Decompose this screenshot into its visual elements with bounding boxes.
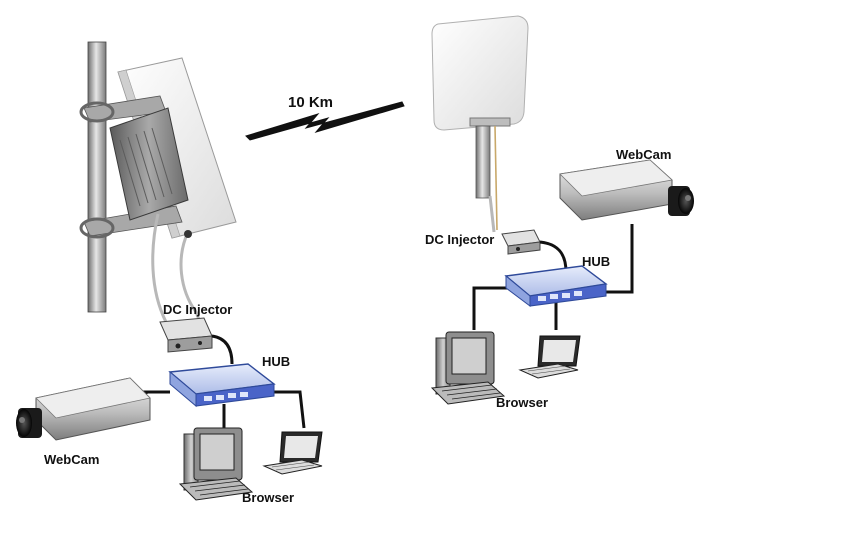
webcam-left <box>16 377 151 441</box>
webcam-right-label: WebCam <box>616 147 672 162</box>
antenna-cable-right <box>488 195 496 233</box>
hub-right-label: HUB <box>582 254 611 269</box>
antenna-cable-left <box>151 213 168 323</box>
panel-antenna-right <box>431 15 529 131</box>
antenna-cable-left-2 <box>179 231 202 323</box>
desktop-pc-right <box>430 331 506 405</box>
dc-injector-left <box>159 317 213 353</box>
webcam-right <box>559 159 694 221</box>
mast-pole <box>87 41 107 313</box>
browser-left-label: Browser <box>242 490 295 505</box>
laptop-right <box>518 335 581 379</box>
webcam-left-label: WebCam <box>44 452 100 467</box>
dc-injector-right <box>501 229 541 255</box>
wireless-link-bolt <box>245 101 405 141</box>
mast-pole-right <box>475 125 491 199</box>
dc-injector-left-label: DC Injector <box>163 302 233 317</box>
dc-injector-right-label: DC Injector <box>425 232 495 247</box>
browser-right-label: Browser <box>496 395 549 410</box>
hub-left-label: HUB <box>262 354 291 369</box>
laptop-left <box>262 431 323 475</box>
outdoor-radio-unit <box>109 107 189 221</box>
hub-left <box>168 363 276 408</box>
hub-right <box>504 265 608 307</box>
link-distance-label: 10 Km <box>288 94 334 111</box>
desktop-pc-left <box>178 427 254 501</box>
